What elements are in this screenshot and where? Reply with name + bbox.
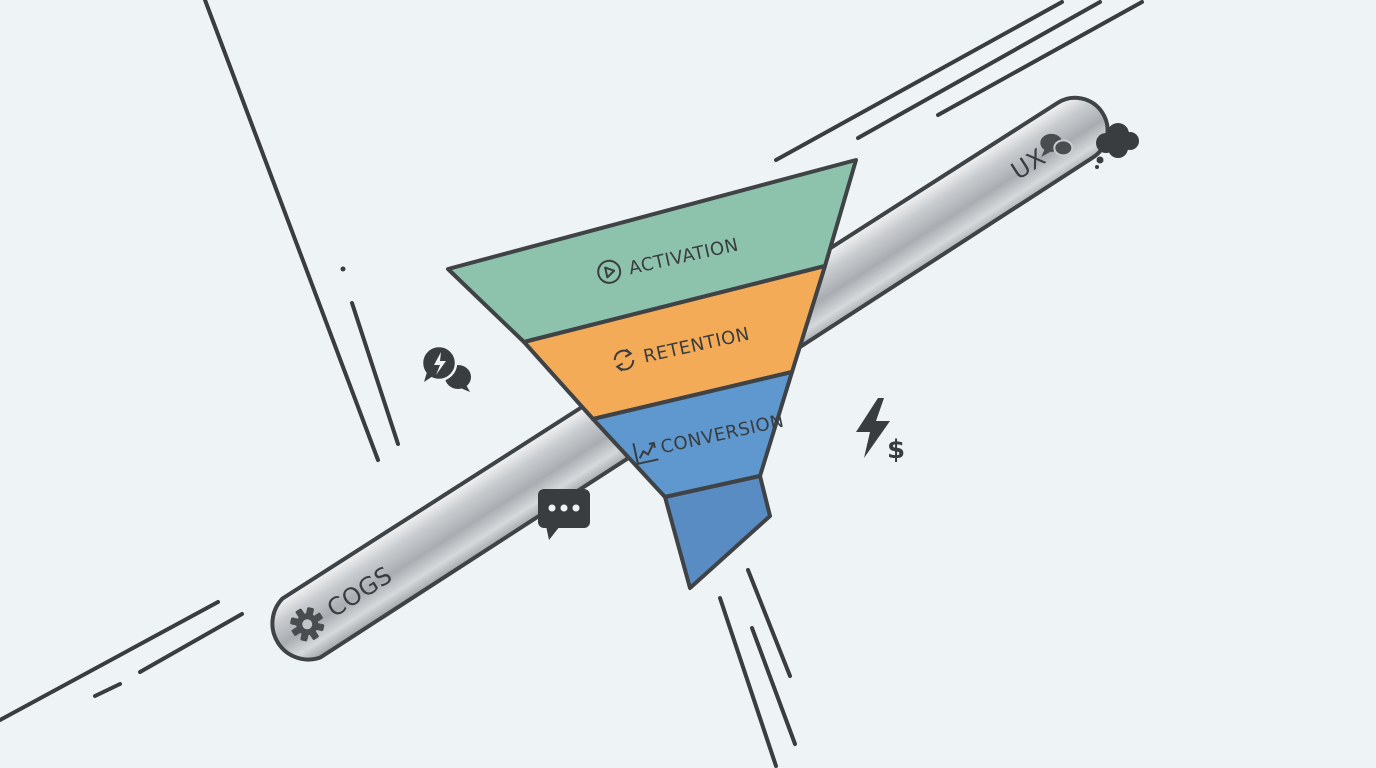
- funnel-spout: [663, 474, 772, 590]
- speed-lines: [0, 0, 1144, 768]
- lightning-chat-icon: [420, 344, 471, 392]
- gear-icon: [290, 607, 325, 642]
- play-circle-icon: [597, 259, 622, 284]
- dot: [340, 266, 346, 272]
- refresh-icon: [613, 348, 635, 372]
- chat-ellipsis-icon: [538, 489, 590, 540]
- trend-up-icon: [632, 441, 659, 466]
- funnel: ACTIVATION RETENTION CONVERSION: [446, 158, 858, 590]
- chat-bubbles-icon: [1040, 133, 1074, 157]
- dollar-sign: $: [887, 435, 905, 465]
- lightning-dollar-icon: $: [856, 398, 905, 465]
- thought-cloud-icon: [1095, 123, 1139, 169]
